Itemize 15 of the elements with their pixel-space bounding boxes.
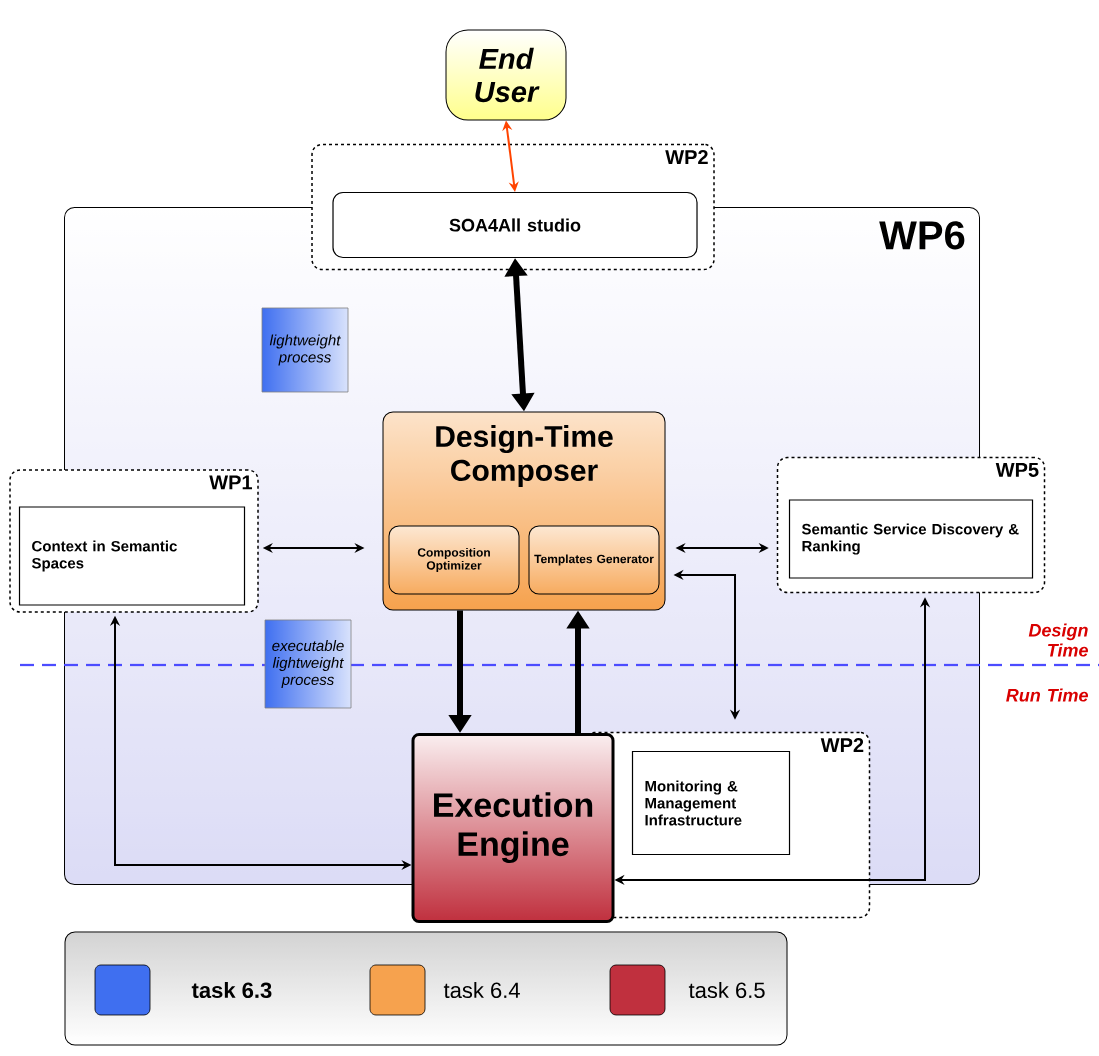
legend-label: task 6.5 (688, 981, 765, 999)
time-label: Run Time (1006, 688, 1088, 702)
process-square: executable lightweight process (264, 619, 352, 709)
legend-label: task 6.4 (443, 981, 520, 999)
component-box: Semantic Service Discovery & Ranking (788, 499, 1034, 579)
module-box: Composition Optimizer (388, 525, 520, 595)
legend-label: task 6.3 (191, 981, 272, 999)
component-box: Monitoring & Management Infrastructure (631, 750, 791, 856)
component-box: Context in Semantic Spaces (18, 506, 246, 606)
time-label: Design Time (1028, 623, 1088, 657)
engine-box: Execution Engine (411, 733, 615, 923)
process-square: lightweight process (261, 307, 349, 393)
component-box: SOA4All studio (332, 191, 698, 259)
user-box: End User (445, 29, 567, 121)
module-box: Templates Generator (528, 525, 660, 595)
